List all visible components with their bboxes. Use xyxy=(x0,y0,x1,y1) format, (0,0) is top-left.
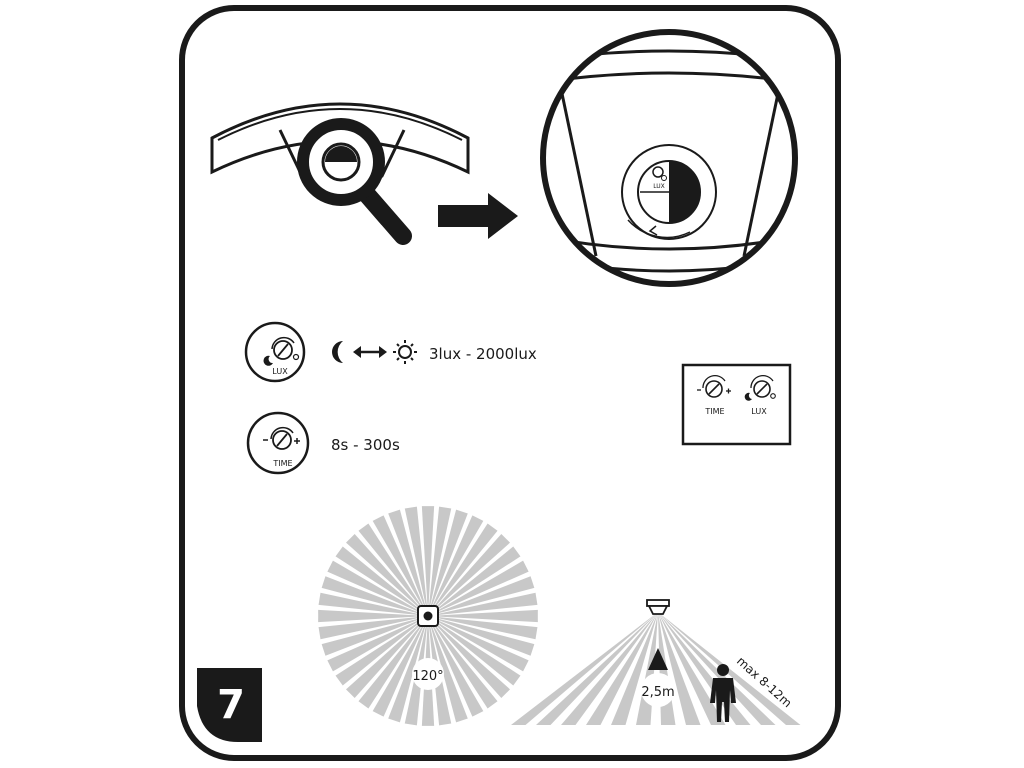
detection-ray xyxy=(428,592,538,616)
detection-ray xyxy=(428,616,538,640)
detection-ray xyxy=(327,616,428,672)
detection-ray xyxy=(372,515,428,616)
step-number: 7 xyxy=(217,682,245,728)
rotate-arrow-icon xyxy=(648,225,658,236)
detection-height-label: 2,5m xyxy=(641,685,674,700)
detection-beam xyxy=(586,612,658,725)
zoom-lux-label: LUX xyxy=(653,183,665,190)
detection-ray xyxy=(428,616,521,686)
detection-angle-label: 120° xyxy=(412,669,443,684)
detection-ray xyxy=(428,546,521,616)
detection-ray xyxy=(318,616,428,640)
height-arrow-icon xyxy=(648,648,668,670)
detection-beam xyxy=(636,612,658,725)
detection-ray xyxy=(404,506,428,616)
time-knob-icon: TIME xyxy=(246,411,310,475)
detection-ray xyxy=(428,616,511,699)
detection-ray xyxy=(388,616,428,723)
panel-time-knob-icon xyxy=(697,374,731,398)
detection-beam xyxy=(658,612,801,725)
double-arrow-icon xyxy=(353,346,387,358)
time-knob-label: TIME xyxy=(272,459,292,468)
detection-ray xyxy=(335,616,428,686)
detection-ray xyxy=(388,509,428,616)
panel-lux-label: LUX xyxy=(751,407,767,416)
time-range-text: 8s - 300s xyxy=(331,436,400,454)
detection-ray xyxy=(318,609,428,623)
detection-beam xyxy=(658,612,726,725)
detection-ray xyxy=(428,509,468,616)
detection-ray xyxy=(321,576,428,616)
detection-ray xyxy=(358,616,428,709)
person-icon xyxy=(710,664,736,722)
detection-ray xyxy=(428,576,535,616)
detection-ray xyxy=(428,616,529,672)
detection-ray xyxy=(428,616,468,723)
detection-beam xyxy=(536,612,658,725)
detection-ray xyxy=(358,523,428,616)
moon-icon xyxy=(332,341,343,363)
detection-ray xyxy=(335,546,428,616)
sun-icon xyxy=(393,340,417,364)
detection-beam xyxy=(561,612,658,725)
control-panel: TIME LUX xyxy=(681,363,792,446)
arrow-right-icon xyxy=(438,193,518,239)
detection-zone-side-view: 2,5m max 8-12m xyxy=(511,599,801,725)
detection-ray xyxy=(428,616,484,717)
panel-time-label: TIME xyxy=(704,407,724,416)
detection-ray xyxy=(345,616,428,699)
detection-ray xyxy=(327,560,428,616)
detection-beam xyxy=(658,612,701,725)
lamp-side-icon xyxy=(646,599,670,615)
detection-zone-top-view: 120° xyxy=(318,506,538,726)
detection-ray xyxy=(428,609,538,623)
lux-knob-icon: LUX xyxy=(244,321,306,383)
zoomed-sensor-view: LUX xyxy=(540,29,798,287)
detection-beam xyxy=(511,612,658,725)
detection-ray xyxy=(318,592,428,616)
step-badge xyxy=(197,668,262,742)
detection-ray xyxy=(428,506,452,616)
detection-ray xyxy=(428,523,498,616)
detection-ray xyxy=(421,506,435,616)
detection-ray xyxy=(321,616,428,656)
detection-beam xyxy=(658,612,776,725)
detection-beam xyxy=(611,612,658,725)
detection-ray xyxy=(428,515,484,616)
detection-ray xyxy=(428,616,535,656)
panel-lux-knob-icon xyxy=(744,374,776,401)
lux-knob-label: LUX xyxy=(272,367,288,376)
magnifier-icon xyxy=(297,118,412,245)
detection-ray xyxy=(428,616,498,709)
detection-ray xyxy=(428,533,511,616)
detection-ray xyxy=(345,533,428,616)
detection-ray xyxy=(372,616,428,717)
lux-range-text: 3lux - 2000lux xyxy=(429,345,537,363)
detection-ray xyxy=(428,560,529,616)
